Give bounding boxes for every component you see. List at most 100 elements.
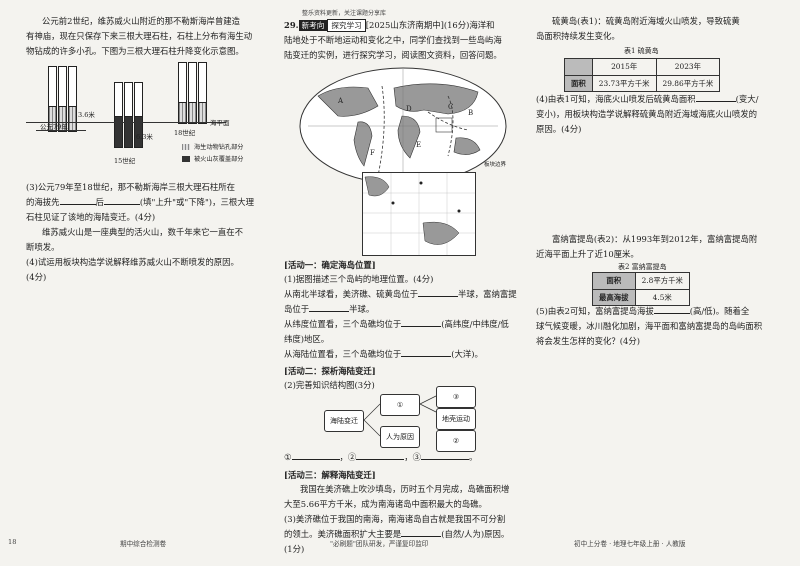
table1-header-row: 2015年 2023年 <box>564 58 721 76</box>
q1-line-6: 从海陆位置看，三个岛礁均位于(大洋)。 <box>284 347 483 359</box>
node-3: ③ <box>436 386 476 408</box>
plate-b: B <box>468 109 474 117</box>
q1-blank-1[interactable] <box>418 287 458 297</box>
table1-cell: 面积 <box>564 74 593 92</box>
table1-header-cell: 2023年 <box>655 58 721 76</box>
pillar-2b-buried <box>124 116 133 148</box>
q1-line-1: (1)据图描述三个岛屿的地理位置。(4分) <box>284 274 434 284</box>
table1-cell: 23.73平方千米 <box>591 74 657 92</box>
knowledge-diagram: 海陆变迁 ① 人为原因 ③ 地壳运动 ② <box>324 386 484 452</box>
pillar-3a-bored <box>178 102 187 124</box>
intro-line-1: 公元前2世纪，维苏威火山附近的那不勒斯海岸曾建造 <box>42 16 240 26</box>
table2-cell: 2.8平方千米 <box>634 272 690 290</box>
pillar-1c-bored <box>68 106 77 132</box>
label-15c: 15世纪 <box>114 157 136 165</box>
intro-line-2: 有神庙，现在只保存下来三根大理石柱，石柱上分布有海生动 <box>26 31 253 41</box>
q3-line-3: 石柱见证了该地的海陆变迁。(4分) <box>26 212 156 222</box>
footer-left: 期中综合检测卷 <box>120 540 167 548</box>
funafuti-intro-2: 近海平面上升了近10厘米。 <box>536 249 639 259</box>
legend-swatch-bored <box>182 144 190 150</box>
table2-cell: 最高海拔 <box>592 288 636 306</box>
q1-line-5: 纬度)地区。 <box>284 334 330 344</box>
q4-line-1: (4)试运用板块构造学说解释维苏威火山不断喷发的原因。 <box>26 257 239 267</box>
q1-blank-4[interactable] <box>401 347 452 357</box>
table1-row: 面积 23.73平方千米 29.86平方千米 <box>564 74 721 92</box>
activity-3-heading: [活动三：解释海陆变迁] <box>284 470 376 480</box>
pillar-2c-buried <box>134 116 143 148</box>
tag-inquiry: 探究学习 <box>327 19 366 32</box>
funafuti-intro-1: 富纳富提岛(表2)：从1993年到2012年，富纳富提岛附 <box>552 234 758 244</box>
q5-line-1: (5)由表2可知，富纳富提岛海拔(高/低)。随着全 <box>536 304 750 316</box>
q29-line-1: 29.新考向探究学习[2025山东济南期中](16分)海洋和 <box>284 19 495 32</box>
inset-map <box>362 172 476 256</box>
map-svg <box>299 67 507 185</box>
para-line-1: 维苏威火山是一座典型的活火山，数千年来它一直在不 <box>42 227 243 237</box>
activity-1-heading: [活动一：确定海岛位置] <box>284 260 376 270</box>
label-18c: 18世纪 <box>174 129 196 137</box>
q5-blank[interactable] <box>653 304 690 314</box>
q1-blank-2[interactable] <box>309 302 350 312</box>
sulfur-intro-1: 硫黄岛(表1)：硫黄岛附近海域火山喷发，导致硫黄 <box>552 16 740 26</box>
pillar-3c <box>198 62 207 104</box>
table1: 2015年 2023年 面积 23.73平方千米 29.86平方千米 <box>564 58 721 92</box>
para3-line-2: 大至5.66平方千米，成为南海诸岛中面积最大的岛礁。 <box>284 499 487 509</box>
diagram-answers: ①，②，③。 <box>284 450 478 462</box>
q1-line-4: 从纬度位置看，三个岛礁均位于(高纬度/中纬度/低 <box>284 317 509 329</box>
q4r-line-2: 变小)，用板块构造学说解释硫黄岛附近海域海底火山喷发的 <box>536 109 758 119</box>
node-right: 地壳运动 <box>436 408 476 430</box>
answer-blank-1[interactable] <box>291 450 340 460</box>
q3b-line-2: 的领土。美济礁面积扩大主要是(自然/人为)原因。 <box>284 527 510 539</box>
activity-2-heading: [活动二：探析海陆变迁] <box>284 366 376 376</box>
answer-blank-2[interactable] <box>356 450 405 460</box>
para3-line-1: 我国在美济礁上吹沙填岛，历时五个月完成，岛礁面积增 <box>300 484 510 494</box>
pillar-3a <box>178 62 187 104</box>
table1-header-cell: 2015年 <box>591 58 657 76</box>
node-2: ② <box>436 430 476 452</box>
table2-cell: 面积 <box>592 272 636 290</box>
q29-line-3: 陆变迁的实例，进行探究学习，阅读图文资料，回答问题。 <box>284 50 502 60</box>
node-bottom: 人为原因 <box>380 426 420 448</box>
q3-blank-2[interactable] <box>103 195 140 205</box>
q3b-line-3: (1分) <box>284 544 305 554</box>
answer-blank-3[interactable] <box>421 450 470 460</box>
page-number: 18 <box>8 538 17 546</box>
pillar-figure: 公元79年 3.6米 6.3米 15世纪 18世纪 海平面 海生动物钻孔部分 <box>26 58 258 170</box>
plate-c: C <box>448 103 454 111</box>
q5-line-3: 将会发生怎样的变化？(4分) <box>536 336 640 346</box>
top-banner: 整乐资料更新，关注课题分享库 <box>302 10 387 17</box>
column-middle: 整乐资料更新，关注课题分享库 29.新考向探究学习[2025山东济南期中](16… <box>284 0 520 566</box>
measure-6-3: 6.3米 <box>136 133 153 141</box>
q3b-line-1: (3)美济礁位于我国的南海，南海诸岛自古就是我国不可分割 <box>284 514 506 524</box>
table2-row: 最高海拔 4.5米 <box>592 288 690 306</box>
table1-header-cell <box>564 58 593 76</box>
footer-middle: "必刷题"团队研发，严谨复印监印 <box>330 540 429 548</box>
sulfur-intro-2: 岛面积持续发生变化。 <box>536 31 620 41</box>
node-center: 海陆变迁 <box>324 410 364 432</box>
q3-line-2: 的海拔先后(填"上升"或"下降")，三根大理 <box>26 195 254 207</box>
q2-line: (2)完善知识结构图(3分) <box>284 380 375 390</box>
measure-3-6: 3.6米 <box>78 111 95 119</box>
plate-f: F <box>370 149 375 157</box>
column-left: 公元前2世纪，维苏威火山附近的那不勒斯海岸曾建造 有神庙，现在只保存下来三根大理… <box>26 0 258 566</box>
q4r-blank[interactable] <box>695 92 736 102</box>
world-plate-map: A B C D E F <box>298 66 508 186</box>
q1-blank-3[interactable] <box>401 317 442 327</box>
table1-title: 表1 硫黄岛 <box>624 47 659 55</box>
pillar-3b <box>188 62 197 104</box>
q3-blank-1[interactable] <box>59 195 96 205</box>
q5-line-2: 球气候变暖，冰川融化加剧，海平面和富纳富提岛的岛屿面积 <box>536 321 763 331</box>
pillar-2a-buried <box>114 116 123 148</box>
plate-d: D <box>406 105 412 113</box>
plate-a: A <box>338 97 344 105</box>
q3-line-1: (3)公元79年至18世纪，那不勒斯海岸三根大理石柱所在 <box>26 182 236 192</box>
q4r-line-1: (4)由表1可知，海底火山喷发后硫黄岛面积(变大/ <box>536 92 759 104</box>
footer-right: 初中上分卷 · 地理七年级上册 · 人教版 <box>574 540 686 548</box>
label-79: 公元79年 <box>40 123 68 131</box>
inset-svg <box>363 173 475 255</box>
column-right: 硫黄岛(表1)：硫黄岛附近海域火山喷发，导致硫黄 岛面积持续发生变化。 表1 硫… <box>536 0 774 566</box>
q3b-blank[interactable] <box>401 527 442 537</box>
table2: 面积 2.8平方千米 最高海拔 4.5米 <box>592 272 690 306</box>
sea-level-label: 海平面 <box>210 119 230 127</box>
q4r-line-3: 原因。(4分) <box>536 124 582 134</box>
